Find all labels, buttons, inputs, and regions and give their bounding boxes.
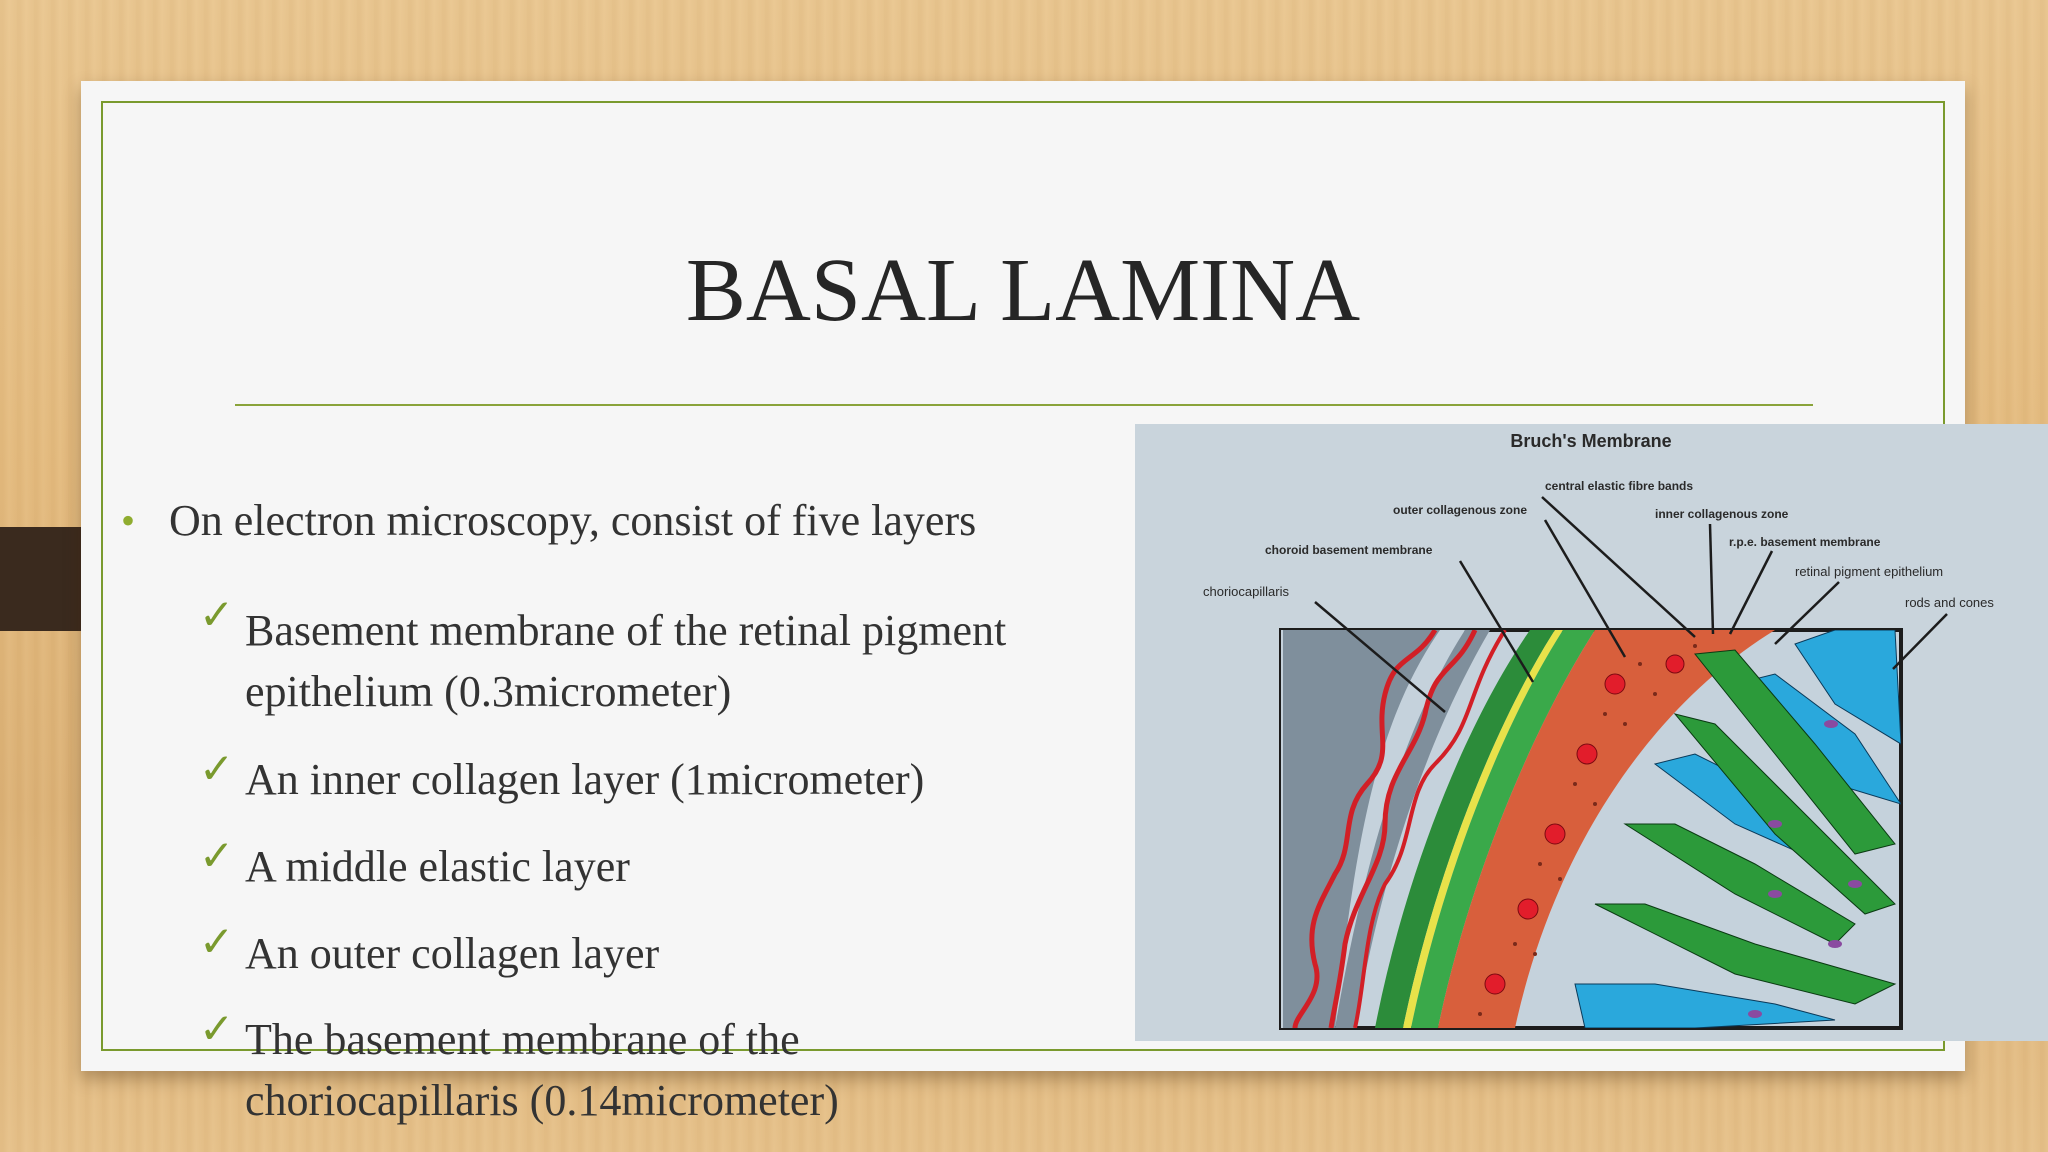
label-retinal-pigment-epithelium: retinal pigment epithelium: [1795, 564, 1943, 579]
figure-title: Bruch's Membrane: [1510, 431, 1671, 451]
bullet-list: • On electron microscopy, consist of fiv…: [81, 81, 1081, 1125]
title-divider: [235, 404, 1813, 406]
main-bullet-text: On electron microscopy, consist of five …: [169, 496, 977, 545]
sub-bullet-1-line-1: Basement membrane of the retinal pigment: [245, 606, 1007, 655]
sub-bullet-5-line-2: choriocapillaris (0.14micrometer): [245, 1076, 839, 1125]
check-icon: ✓: [199, 590, 235, 639]
check-icon: ✓: [199, 917, 235, 966]
check-icon: ✓: [199, 831, 235, 880]
sub-bullet-5-line-1: The basement membrane of the: [245, 1015, 800, 1064]
label-rods-and-cones: rods and cones: [1905, 595, 1994, 610]
label-choriocapillaris: choriocapillaris: [1203, 584, 1289, 599]
check-icon: ✓: [199, 744, 235, 793]
sub-bullet-1-line-2: epithelium (0.3micrometer): [245, 667, 732, 716]
sub-bullet-2-text: An inner collagen layer (1micrometer): [245, 755, 925, 804]
bullet-dot: •: [121, 498, 136, 543]
check-icon: ✓: [199, 1004, 235, 1053]
slide-title: BASAL LAMINA: [685, 241, 1361, 340]
diagram-artwork: [1279, 496, 1948, 1030]
label-outer-collagenous: outer collagenous zone: [1393, 503, 1527, 517]
label-rpe-basement-membrane: r.p.e. basement membrane: [1729, 535, 1881, 549]
label-inner-collagenous: inner collagenous zone: [1655, 507, 1789, 521]
label-central-elastic: central elastic fibre bands: [1545, 479, 1693, 493]
bruchs-membrane-diagram: Bruch's Membrane central elastic fibre b…: [1135, 424, 2048, 1041]
sub-bullet-4-text: An outer collagen layer: [245, 929, 660, 978]
sub-bullet-3-text: A middle elastic layer: [245, 842, 630, 891]
label-choroid-basement-membrane: choroid basement membrane: [1265, 543, 1433, 557]
